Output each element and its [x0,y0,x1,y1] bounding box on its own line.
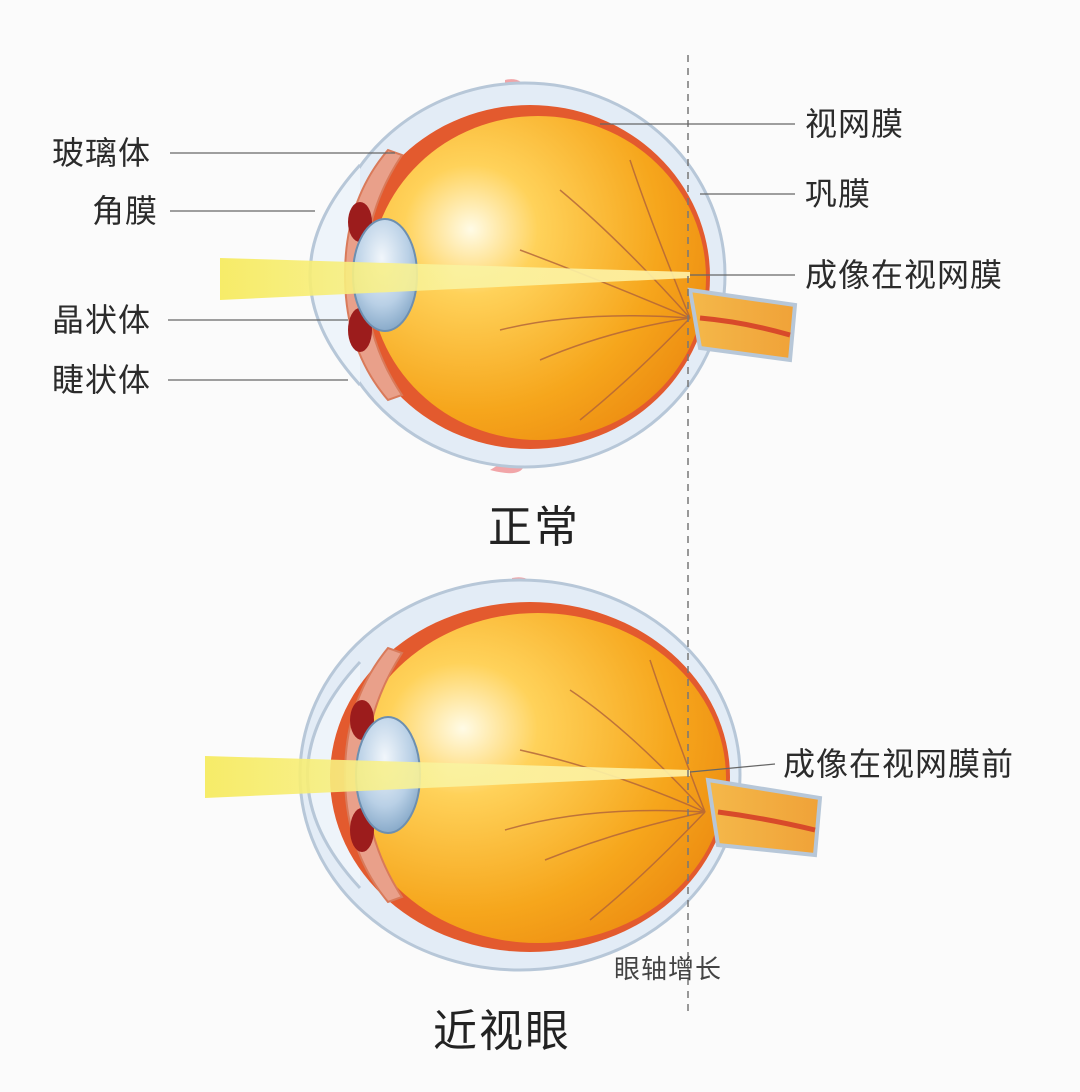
light-beam-bottom [205,756,690,798]
label-image-before-retina: 成像在视网膜前 [783,745,1015,783]
label-ciliary: 睫状体 [52,361,152,399]
label-cornea: 角膜 [92,192,159,230]
caption-normal: 正常 [488,502,580,553]
myopia-eye [205,577,823,972]
caption-myopia: 近视眼 [433,1006,571,1057]
label-image-on-retina: 成像在视网膜 [805,256,1004,294]
leader-lines [168,123,795,773]
label-sclera: 巩膜 [805,175,872,213]
label-retina: 视网膜 [805,105,905,143]
light-beam-top [220,258,690,300]
normal-eye [220,79,798,474]
label-vitreous: 玻璃体 [52,134,152,172]
label-lens: 晶状体 [52,301,152,339]
label-axial-elongation: 眼轴增长 [614,955,723,985]
vessels-top [499,159,691,421]
